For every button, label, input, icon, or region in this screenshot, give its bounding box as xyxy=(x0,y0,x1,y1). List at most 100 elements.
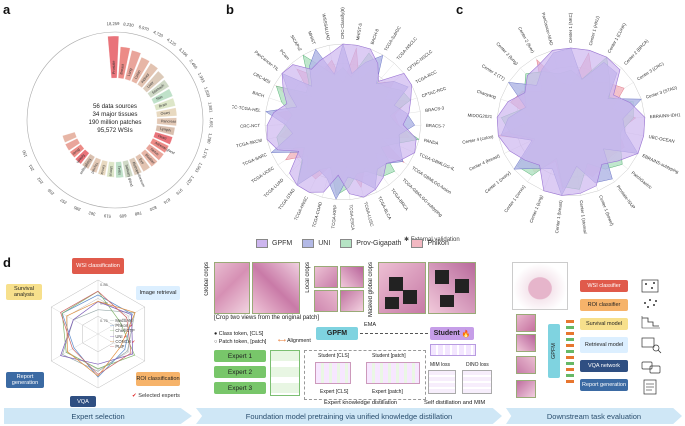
tissue-label: Skin xyxy=(155,95,163,102)
task-report-generation: Report generation xyxy=(6,372,44,388)
token-legend: ● Class token, [CLS] ○ Patch token, [pat… xyxy=(214,330,266,346)
expert-token-stack xyxy=(270,350,300,396)
selected-experts-text: Selected experts xyxy=(138,393,180,399)
spoke-label: WSSS4LUAD xyxy=(321,13,331,41)
tissue-bar xyxy=(154,97,176,111)
tissue-bar xyxy=(89,157,102,174)
model-legend-item: — Chief/CTP xyxy=(110,328,135,334)
local-crop-3 xyxy=(314,290,338,312)
mim-loss-label: MIM loss xyxy=(430,362,450,368)
legend-label-uni: UNI xyxy=(318,240,331,247)
expert-kd-frame xyxy=(304,350,426,400)
downstream-gpfm: GPFM xyxy=(548,324,560,378)
spoke-label: UBC-OCEAN xyxy=(648,134,675,144)
tissue-label: Bone xyxy=(72,147,81,155)
patch-3 xyxy=(516,356,536,374)
tissue-bar xyxy=(145,143,165,161)
outer-number: 519 xyxy=(103,213,111,219)
selected-experts-note: ✔ Selected experts xyxy=(132,393,180,399)
tissue-label: Spleen xyxy=(76,153,86,164)
mim-token-box xyxy=(428,370,456,394)
spoke-label: TCGA-UCEC xyxy=(250,165,275,184)
banner-expert-selection: Expert selection xyxy=(4,408,192,424)
legend-swatch-gpfm xyxy=(256,239,268,248)
tissue-bar xyxy=(107,35,119,79)
tissue-label: Cervix xyxy=(100,164,106,175)
spoke-label: CPTAC-RCC xyxy=(421,86,447,99)
panel-d-letter: d xyxy=(3,255,11,270)
chat-icon xyxy=(641,361,661,374)
tissue-bar xyxy=(69,144,85,158)
spoke-label: CCRCC-TCGA-HEL xyxy=(232,103,262,113)
outer-number: 18,259 xyxy=(107,21,121,26)
tissue-bar xyxy=(147,79,170,99)
spoke-label: EBRAINS-subtyping xyxy=(642,153,680,175)
center-line-4: 95,572 WSIs xyxy=(97,127,132,134)
spoke-label: TCGA-STAD xyxy=(277,187,296,210)
spoke-label: TCGA-NSCLC xyxy=(395,36,418,61)
patch-4 xyxy=(516,380,536,398)
gpfm-box: GPFM xyxy=(316,327,358,340)
tissue-bar xyxy=(137,62,159,88)
expert-patch-label: Expert [patch] xyxy=(372,389,403,395)
spoke-label: TCGA-SKCM xyxy=(236,138,263,149)
student-cls-label: Student [CLS] xyxy=(318,353,350,359)
tissue-bar xyxy=(155,107,178,118)
masked-crop-2 xyxy=(428,262,476,314)
ring-value: 0.80 xyxy=(100,300,109,305)
gpfm-area xyxy=(266,43,417,198)
head-retrieval-model: Retrieval model xyxy=(580,337,628,353)
spoke-label: Center 3 (STAD) xyxy=(645,85,678,100)
tissue-label: Salivary gland xyxy=(124,164,133,187)
masked-crop-1 xyxy=(378,262,426,314)
model-legend: GPFM UNI Prov-Gigapath Phikon xyxy=(256,239,449,248)
task-vqa: VQA xyxy=(70,396,96,407)
ring-value: 0.75 xyxy=(100,318,109,323)
local-crop-2 xyxy=(340,266,364,288)
spoke-label: Center 1 (CUHK) xyxy=(607,22,628,54)
spoke-label: TCGA-LUSC xyxy=(363,201,375,227)
outer-number: 4,720 xyxy=(152,29,164,38)
tissue-bar xyxy=(62,131,77,143)
spoke-label: TCGA-RCC xyxy=(415,69,438,84)
head-wsi-classifier: WSI classifier xyxy=(580,280,628,292)
tissue-bar xyxy=(149,138,170,154)
task-wsi-classification: WSI classification xyxy=(72,258,124,274)
spoke-label: Center 1 (ovary) xyxy=(484,170,512,194)
spoke-label: BACH-8 xyxy=(370,28,381,45)
model-legend-item: — UNI ✔ xyxy=(110,333,128,339)
ema-label: EMA xyxy=(364,322,377,328)
cls-alignment-tokens xyxy=(315,362,351,384)
spoke-label: PatchGastric xyxy=(630,170,653,190)
model-legend-item: — CONCH ✔ xyxy=(110,338,136,344)
global-crop-1 xyxy=(214,262,250,314)
head-output-icons xyxy=(641,279,662,395)
spoke-label: Center 4 (breast) xyxy=(468,153,501,172)
external-validation-text: External validation xyxy=(410,237,460,243)
spoke-label: Prostate-ISUP xyxy=(616,184,637,210)
spoke-label: MHIST-5 xyxy=(355,22,363,40)
feature-tokens xyxy=(566,320,574,384)
hexagon-spoke xyxy=(97,306,145,335)
spoke-label: CPTAC-NSCLC xyxy=(406,49,433,72)
tissue-label: Colon xyxy=(134,70,142,80)
model-line xyxy=(60,301,134,365)
spoke-label: TCGA-LUAD xyxy=(263,177,285,198)
tissue-label: Kidney xyxy=(140,73,150,84)
tissue-label: Eye xyxy=(138,158,145,165)
external-validation-note: ✱ External validation xyxy=(404,237,460,243)
tissue-bar xyxy=(75,149,90,165)
tissue-bar xyxy=(97,159,108,176)
head-roi-classifier: ROI classifier xyxy=(580,299,628,311)
tissue-label: Prostate xyxy=(112,61,116,74)
survival-curve-icon xyxy=(641,316,660,329)
outer-number: 979 xyxy=(175,188,184,197)
spoke-label: Center 4 (colon) xyxy=(462,134,494,145)
outer-number: 1,280 xyxy=(206,133,213,145)
document-icon xyxy=(643,379,657,395)
spoke-label: BRACS-7 xyxy=(426,123,446,129)
retrieval-icon xyxy=(641,337,662,354)
